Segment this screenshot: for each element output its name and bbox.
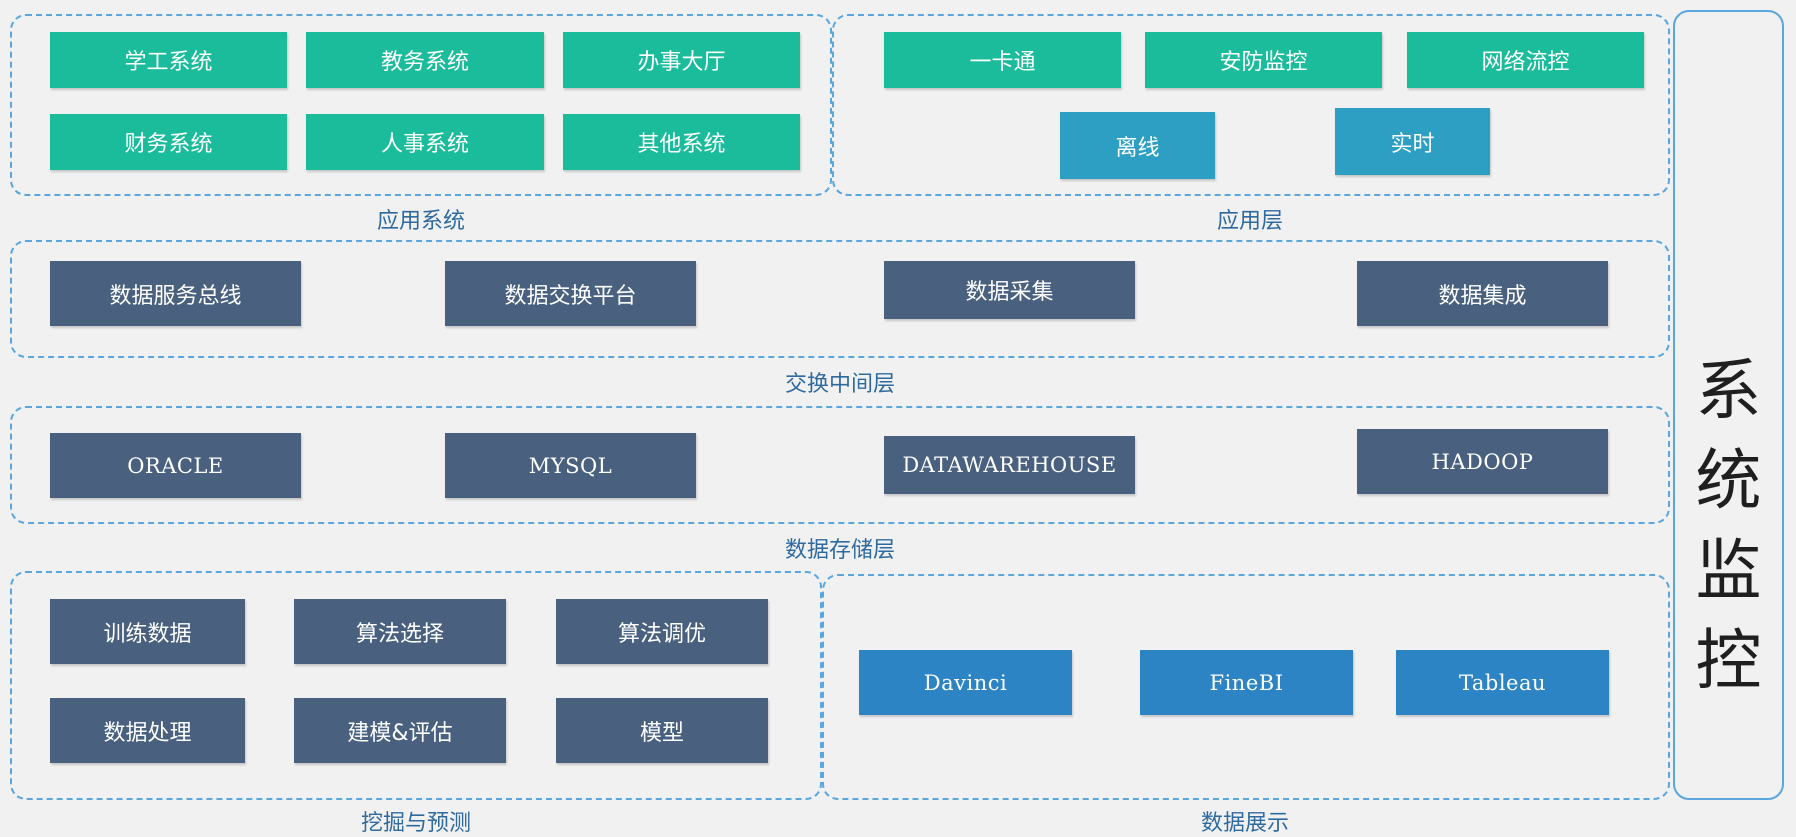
storage-layer-frame	[10, 406, 1670, 524]
display-layer-frame	[822, 574, 1670, 800]
modeling-evaluation-box[interactable]: 建模&评估	[294, 698, 506, 763]
offline-box[interactable]: 离线	[1060, 112, 1215, 179]
algorithm-selection-box[interactable]: 算法选择	[294, 599, 506, 664]
exchange-layer-frame	[10, 240, 1670, 358]
monitor-char-4: 控	[1695, 622, 1762, 699]
display-layer-label: 数据展示	[1200, 811, 1290, 836]
system-monitor-panel[interactable]: 系 统 监 控	[1673, 10, 1784, 800]
one-card-box[interactable]: 一卡通	[884, 32, 1121, 88]
mining-layer-frame	[10, 571, 822, 800]
security-monitor-box[interactable]: 安防监控	[1145, 32, 1382, 88]
finebi-box[interactable]: FineBI	[1140, 650, 1353, 715]
model-box[interactable]: 模型	[556, 698, 768, 763]
tableau-box[interactable]: Tableau	[1396, 650, 1609, 715]
storage-layer-label: 数据存储层	[784, 538, 896, 563]
monitor-char-2: 统	[1695, 442, 1762, 519]
service-hall-box[interactable]: 办事大厅	[563, 32, 800, 88]
realtime-box[interactable]: 实时	[1335, 108, 1490, 175]
hr-system-box[interactable]: 人事系统	[306, 114, 544, 170]
finance-system-box[interactable]: 财务系统	[50, 114, 287, 170]
data-processing-box[interactable]: 数据处理	[50, 698, 245, 763]
algorithm-tuning-box[interactable]: 算法调优	[556, 599, 768, 664]
data-service-bus-box[interactable]: 数据服务总线	[50, 261, 301, 326]
network-flow-control-box[interactable]: 网络流控	[1407, 32, 1644, 88]
data-collection-box[interactable]: 数据采集	[884, 261, 1135, 319]
data-integration-box[interactable]: 数据集成	[1357, 261, 1608, 326]
mining-layer-label: 挖掘与预测	[360, 811, 472, 836]
other-system-box[interactable]: 其他系统	[563, 114, 800, 170]
training-data-box[interactable]: 训练数据	[50, 599, 245, 664]
datawarehouse-box[interactable]: DATAWAREHOUSE	[884, 436, 1135, 494]
app-systems-label: 应用系统	[376, 209, 466, 234]
oracle-box[interactable]: ORACLE	[50, 433, 301, 498]
app-layer-label: 应用层	[1216, 209, 1284, 234]
monitor-char-1: 系	[1695, 352, 1762, 429]
xuegong-system-box[interactable]: 学工系统	[50, 32, 287, 88]
app-layer-frame	[832, 14, 1670, 196]
davinci-box[interactable]: Davinci	[859, 650, 1072, 715]
hadoop-box[interactable]: HADOOP	[1357, 429, 1608, 494]
app-systems-frame	[10, 14, 832, 196]
mysql-box[interactable]: MYSQL	[445, 433, 696, 498]
monitor-char-3: 监	[1695, 532, 1762, 609]
exchange-layer-label: 交换中间层	[784, 372, 896, 397]
jiaowu-system-box[interactable]: 教务系统	[306, 32, 544, 88]
data-exchange-platform-box[interactable]: 数据交换平台	[445, 261, 696, 326]
